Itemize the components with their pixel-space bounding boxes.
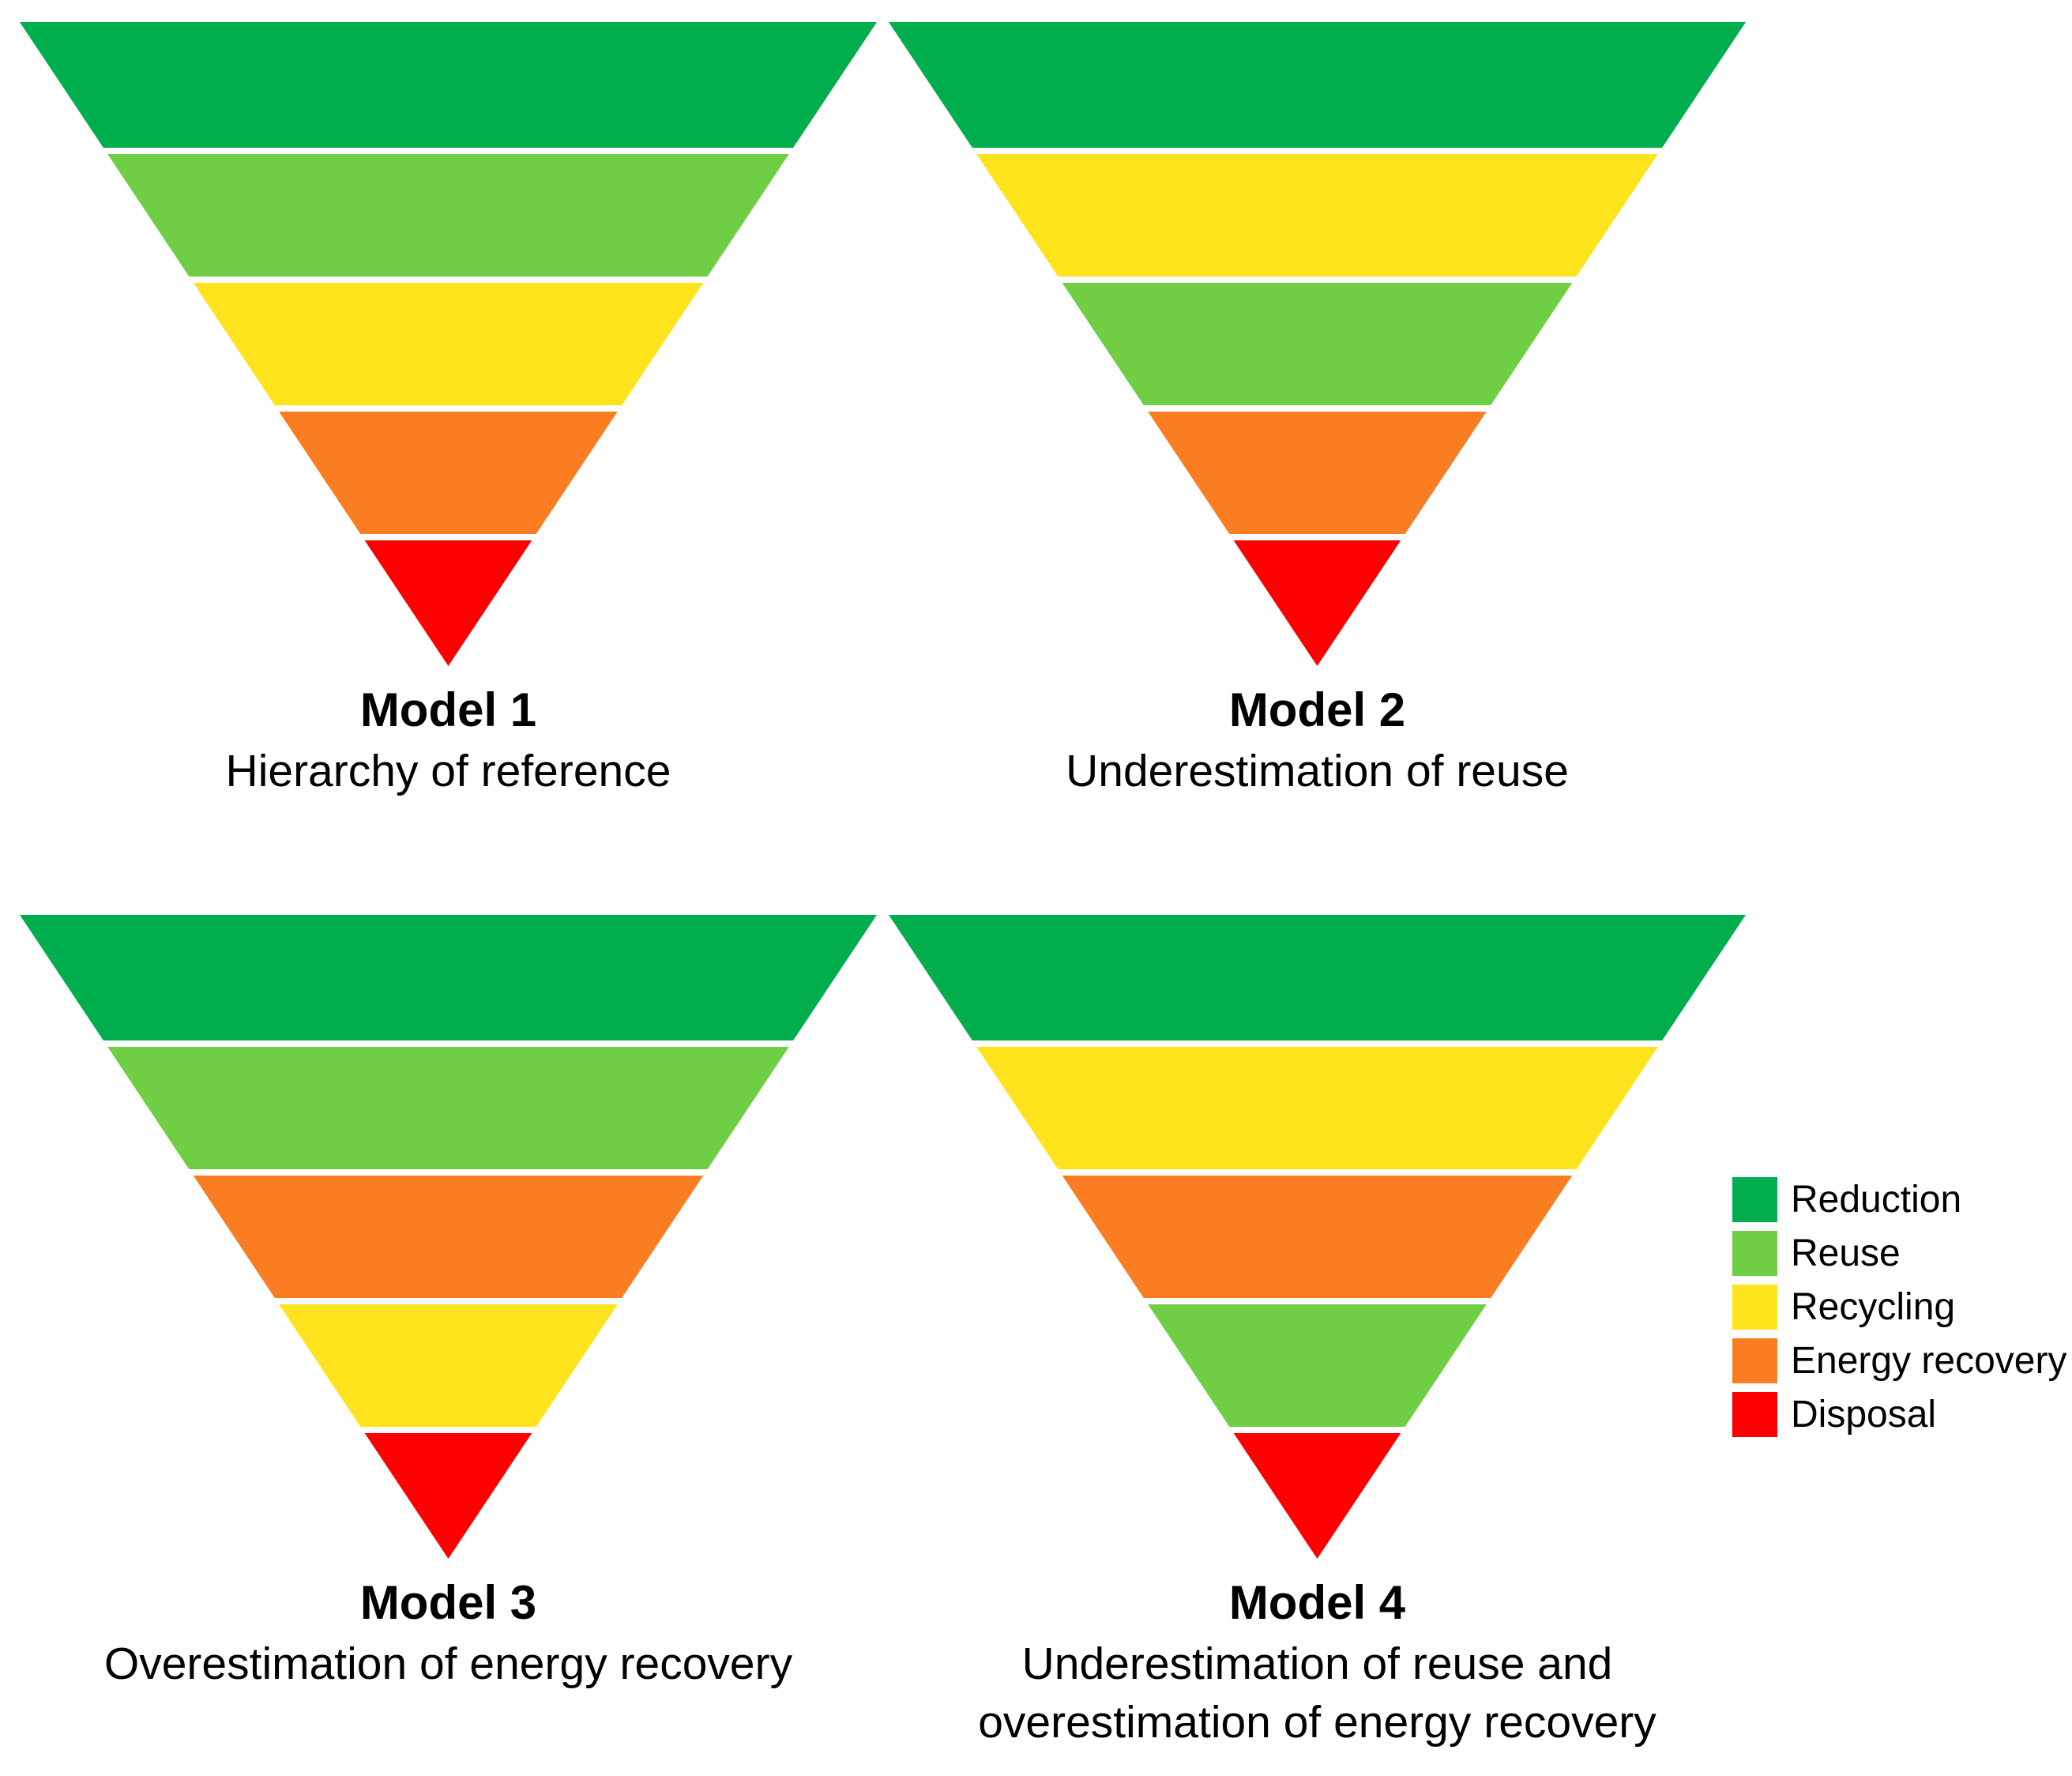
legend-label-reuse: Reuse bbox=[1791, 1232, 1901, 1274]
legend-row-energy-recovery: Energy recovery bbox=[1732, 1338, 2066, 1383]
reduction-band bbox=[20, 915, 877, 1040]
reduction-band bbox=[20, 22, 877, 148]
legend-row-reuse: Reuse bbox=[1732, 1231, 2066, 1276]
energy-recovery-band bbox=[279, 412, 618, 534]
disposal-band bbox=[364, 540, 532, 666]
energy-recovery-band bbox=[1148, 412, 1487, 534]
legend: Reduction Reuse Recycling Energy recover… bbox=[1732, 1177, 2066, 1446]
legend-row-recycling: Recycling bbox=[1732, 1285, 2066, 1330]
legend-label-disposal: Disposal bbox=[1791, 1394, 1937, 1435]
model-1-title: Model 1 bbox=[359, 683, 537, 736]
reduction-swatch-icon bbox=[1732, 1177, 1777, 1222]
model-3-block: Model 3 Overestimation of energy recover… bbox=[20, 915, 877, 1693]
legend-label-energy-recovery: Energy recovery bbox=[1791, 1340, 2067, 1382]
model-4-subtitle-line-2: overestimation of energy recovery bbox=[978, 1697, 1656, 1748]
recycling-band bbox=[193, 283, 704, 405]
reuse-band bbox=[107, 1047, 789, 1169]
energy-recovery-band bbox=[193, 1176, 704, 1298]
disposal-swatch-icon bbox=[1732, 1392, 1777, 1437]
reuse-band bbox=[107, 154, 789, 277]
model-4-block: Model 4 Underestimation of reuse and ove… bbox=[889, 915, 1746, 1752]
disposal-band bbox=[1233, 1433, 1401, 1559]
model-4-pyramid bbox=[889, 915, 1746, 1559]
recycling-band bbox=[976, 154, 1658, 277]
reuse-band bbox=[1062, 283, 1573, 405]
model-2-subtitle: Underestimation of reuse bbox=[1066, 746, 1569, 796]
energy-recovery-swatch-icon bbox=[1732, 1338, 1777, 1383]
energy-recovery-band bbox=[1062, 1176, 1573, 1298]
recycling-band bbox=[976, 1047, 1658, 1169]
legend-label-reduction: Reduction bbox=[1791, 1179, 1962, 1221]
model-2-title: Model 2 bbox=[1228, 683, 1406, 736]
model-1-caption: Model 1 Hierarchy of reference bbox=[20, 679, 877, 800]
recycling-swatch-icon bbox=[1732, 1285, 1777, 1330]
legend-row-reduction: Reduction bbox=[1732, 1177, 2066, 1222]
legend-row-disposal: Disposal bbox=[1732, 1392, 2066, 1437]
model-4-caption: Model 4 Underestimation of reuse and ove… bbox=[889, 1571, 1746, 1752]
model-2-caption: Model 2 Underestimation of reuse bbox=[889, 679, 1746, 800]
model-3-subtitle: Overestimation of energy recovery bbox=[103, 1639, 793, 1689]
model-4-title: Model 4 bbox=[1228, 1576, 1406, 1629]
reduction-band bbox=[889, 915, 1746, 1040]
model-1-subtitle: Hierarchy of reference bbox=[225, 746, 671, 796]
model-3-caption: Model 3 Overestimation of energy recover… bbox=[20, 1571, 877, 1693]
recycling-band bbox=[279, 1304, 618, 1427]
reduction-band bbox=[889, 22, 1746, 148]
disposal-band bbox=[364, 1433, 532, 1559]
legend-label-recycling: Recycling bbox=[1791, 1286, 1956, 1328]
model-2-pyramid bbox=[889, 22, 1746, 666]
model-3-pyramid bbox=[20, 915, 877, 1559]
reuse-band bbox=[1148, 1304, 1487, 1427]
model-4-subtitle-line-1: Underestimation of reuse and bbox=[1021, 1639, 1613, 1689]
model-2-block: Model 2 Underestimation of reuse bbox=[889, 22, 1746, 800]
disposal-band bbox=[1233, 540, 1401, 666]
model-1-pyramid bbox=[20, 22, 877, 666]
reuse-swatch-icon bbox=[1732, 1231, 1777, 1276]
model-3-title: Model 3 bbox=[359, 1576, 537, 1629]
model-1-block: Model 1 Hierarchy of reference bbox=[20, 22, 877, 800]
